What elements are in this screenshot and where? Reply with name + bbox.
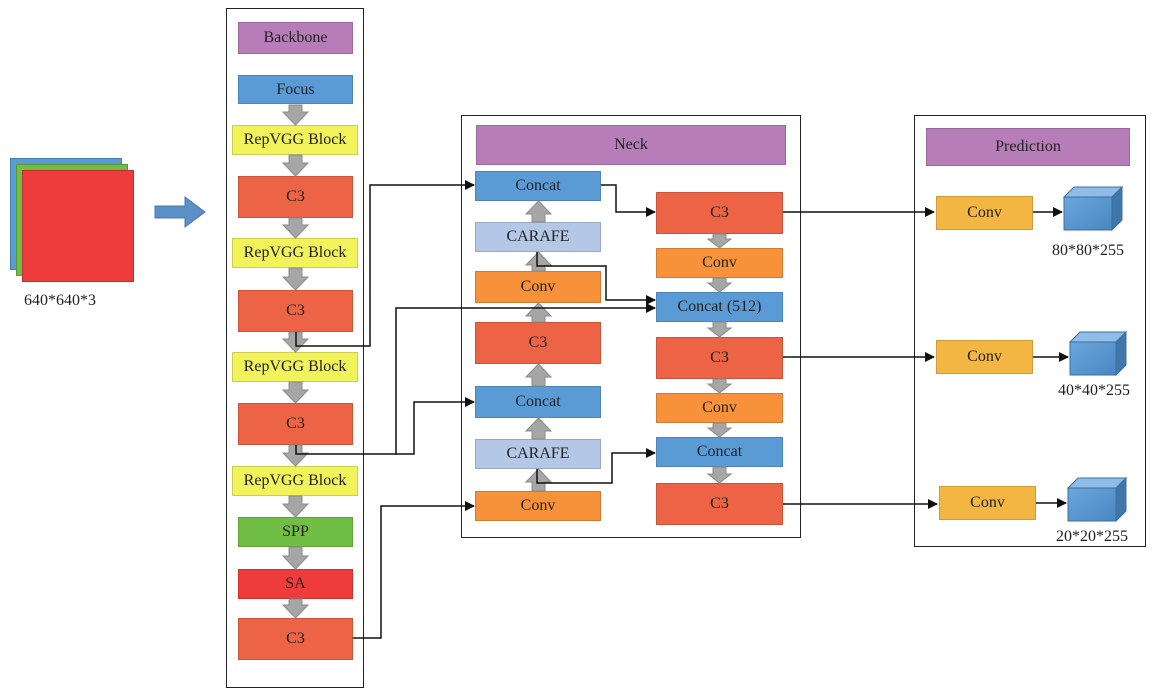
backbone-repvgg-2: RepVGG Block xyxy=(232,238,358,268)
neck-title: Neck xyxy=(476,125,786,165)
input-arrow xyxy=(154,196,206,228)
input-layer-red xyxy=(22,170,134,282)
neck-left-concat-1: Concat xyxy=(475,171,601,201)
backbone-arrow-2 xyxy=(281,154,310,177)
prediction-conv-3: Conv xyxy=(939,486,1036,520)
output-cube-3 xyxy=(1066,476,1128,523)
backbone-arrow-3 xyxy=(281,217,310,239)
wire-c3-4-to-conv xyxy=(353,501,475,639)
neck-left-c3: C3 xyxy=(475,322,601,364)
neck-down-arrow-6 xyxy=(706,466,733,484)
backbone-repvgg-1: RepVGG Block xyxy=(232,125,358,155)
neck-left-carafe-2: CARAFE xyxy=(475,439,601,469)
backbone-repvgg-3: RepVGG Block xyxy=(232,352,358,382)
wire-c3-1-to-concat xyxy=(295,180,475,347)
backbone-arrow-9 xyxy=(281,546,310,570)
neck-down-arrow-5 xyxy=(706,422,733,438)
neck-left-carafe-1: CARAFE xyxy=(475,222,601,252)
neck-left-conv-2: Conv xyxy=(475,491,601,521)
backbone-arrow-8 xyxy=(281,495,310,518)
input-size-label: 640*640*3 xyxy=(24,292,96,309)
output-size-3: 20*20*255 xyxy=(1056,528,1128,545)
neck-up-arrow-3 xyxy=(524,302,553,323)
prediction-conv-2: Conv xyxy=(936,340,1033,374)
wire-conv-to-concat512 xyxy=(536,252,656,305)
output-cube-1 xyxy=(1062,185,1124,232)
backbone-arrow-7 xyxy=(281,444,310,467)
backbone-focus: Focus xyxy=(238,75,353,104)
backbone-c3-4: C3 xyxy=(238,618,353,660)
neck-right-conv-2: Conv xyxy=(656,393,783,423)
neck-up-arrow-4 xyxy=(524,363,553,387)
neck-down-arrow-2 xyxy=(706,277,733,293)
output-size-1: 80*80*255 xyxy=(1052,242,1124,259)
wire-c3-2-to-concat xyxy=(295,303,656,455)
backbone-arrow-4 xyxy=(281,267,310,291)
backbone-arrow-1 xyxy=(281,104,310,126)
backbone-spp: SPP xyxy=(238,517,353,547)
prediction-conv-1: Conv xyxy=(936,196,1033,230)
backbone-c3-1: C3 xyxy=(238,176,353,218)
prediction-title: Prediction xyxy=(926,128,1130,166)
output-size-2: 40*40*255 xyxy=(1058,382,1130,399)
backbone-arrow-10 xyxy=(281,598,310,619)
neck-up-arrow-5 xyxy=(524,417,553,440)
backbone-sa: SA xyxy=(238,569,353,599)
backbone-repvgg-4: RepVGG Block xyxy=(232,466,358,496)
backbone-c3-2: C3 xyxy=(238,290,353,332)
neck-up-arrow-6 xyxy=(524,468,553,492)
neck-left-concat-2: Concat xyxy=(475,386,601,418)
neck-down-arrow-4 xyxy=(706,378,733,394)
output-cube-2 xyxy=(1068,330,1128,377)
neck-down-arrow-1 xyxy=(706,233,733,249)
prediction-frame xyxy=(914,115,1146,547)
neck-right-concat: Concat xyxy=(656,437,783,467)
wire-concat-to-c3 xyxy=(601,184,656,217)
wire-conv-to-right-concat xyxy=(536,448,656,484)
neck-up-arrow-2 xyxy=(524,251,553,272)
backbone-title: Backbone xyxy=(238,22,353,54)
wire-c3-2-to-left-concat xyxy=(396,397,475,455)
neck-down-arrow-3 xyxy=(706,321,733,338)
backbone-arrow-6 xyxy=(281,381,310,404)
neck-frame xyxy=(461,115,801,538)
neck-up-arrow-1 xyxy=(524,200,553,223)
